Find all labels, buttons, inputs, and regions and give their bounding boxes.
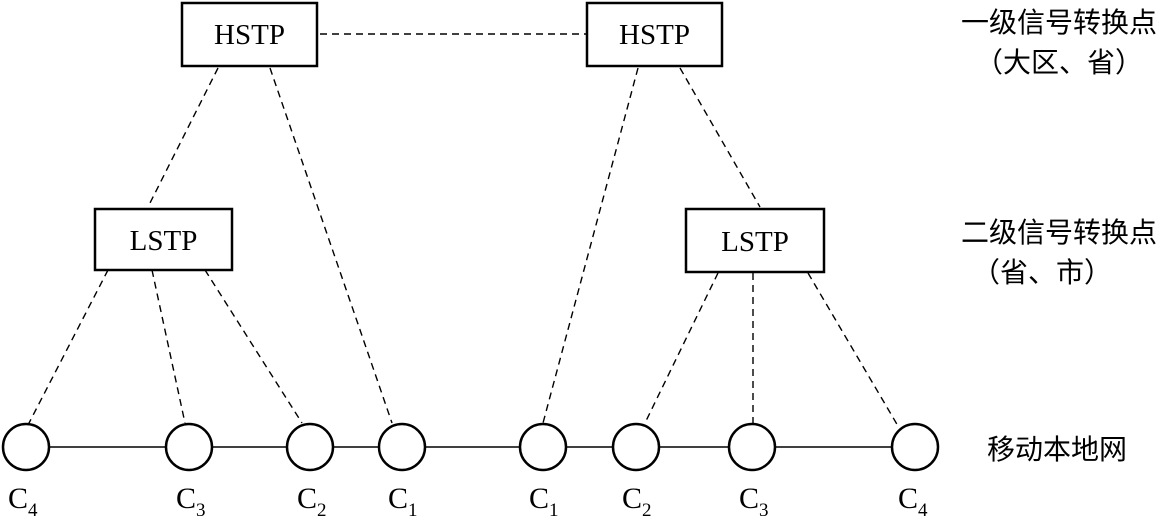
signaling-links — [27, 33, 899, 427]
link-lstp1-c3a — [151, 269, 186, 424]
local-node-c2-right — [611, 422, 661, 472]
level1-scope: （大区、省） — [975, 46, 1143, 79]
hstp-label-left: HSTP — [214, 19, 285, 51]
local-node-c4-left — [1, 422, 51, 472]
level1-title: 一级信号转换点 — [961, 6, 1157, 39]
local-nodes — [1, 422, 940, 472]
local-network-label: 移动本地网 — [987, 433, 1127, 466]
local-node-c3-left — [164, 422, 214, 472]
level2-scope: （省、市） — [972, 256, 1112, 289]
link-hstp2-lstp2 — [679, 67, 761, 208]
level2-title: 二级信号转换点 — [961, 216, 1157, 249]
local-node-c4-right — [890, 422, 940, 472]
local-node-c2-left — [285, 422, 335, 472]
hstp-node-left: HSTP — [180, 1, 319, 68]
link-hstp1-lstp1 — [147, 67, 219, 208]
lstp-label-left: LSTP — [130, 225, 198, 257]
lstp-node-left: LSTP — [93, 207, 234, 272]
local-node-label: C1 — [529, 482, 559, 521]
local-node-label: C3 — [176, 482, 206, 521]
hstp-label-right: HSTP — [619, 19, 690, 51]
local-node-c1-right — [518, 422, 568, 472]
link-lstp2-c2b — [644, 272, 719, 424]
local-node-label: C2 — [622, 482, 652, 521]
link-lstp1-c2a — [204, 269, 303, 424]
local-node-label: C2 — [297, 482, 327, 521]
local-node-c1-left — [377, 422, 427, 472]
link-hstp2-c1b — [542, 67, 639, 424]
lstp-node-right: LSTP — [684, 207, 826, 274]
local-node-label: C1 — [388, 482, 418, 521]
link-hstp1-c1a — [269, 67, 393, 424]
link-lstp1-c4a — [27, 269, 109, 426]
level-labels: 一级信号转换点 （大区、省） 二级信号转换点 （省、市） 移动本地网 — [961, 6, 1157, 466]
local-node-label: C4 — [898, 482, 928, 521]
lstp-label-right: LSTP — [721, 226, 789, 258]
local-node-label: C4 — [8, 482, 38, 521]
link-lstp2-c4b — [807, 272, 899, 427]
local-node-labels: C4 C3 C2 C1 C1 C2 C3 C4 — [8, 482, 928, 521]
hstp-node-right: HSTP — [585, 1, 724, 68]
local-node-label: C3 — [739, 482, 769, 521]
local-node-c3-right — [727, 422, 777, 472]
